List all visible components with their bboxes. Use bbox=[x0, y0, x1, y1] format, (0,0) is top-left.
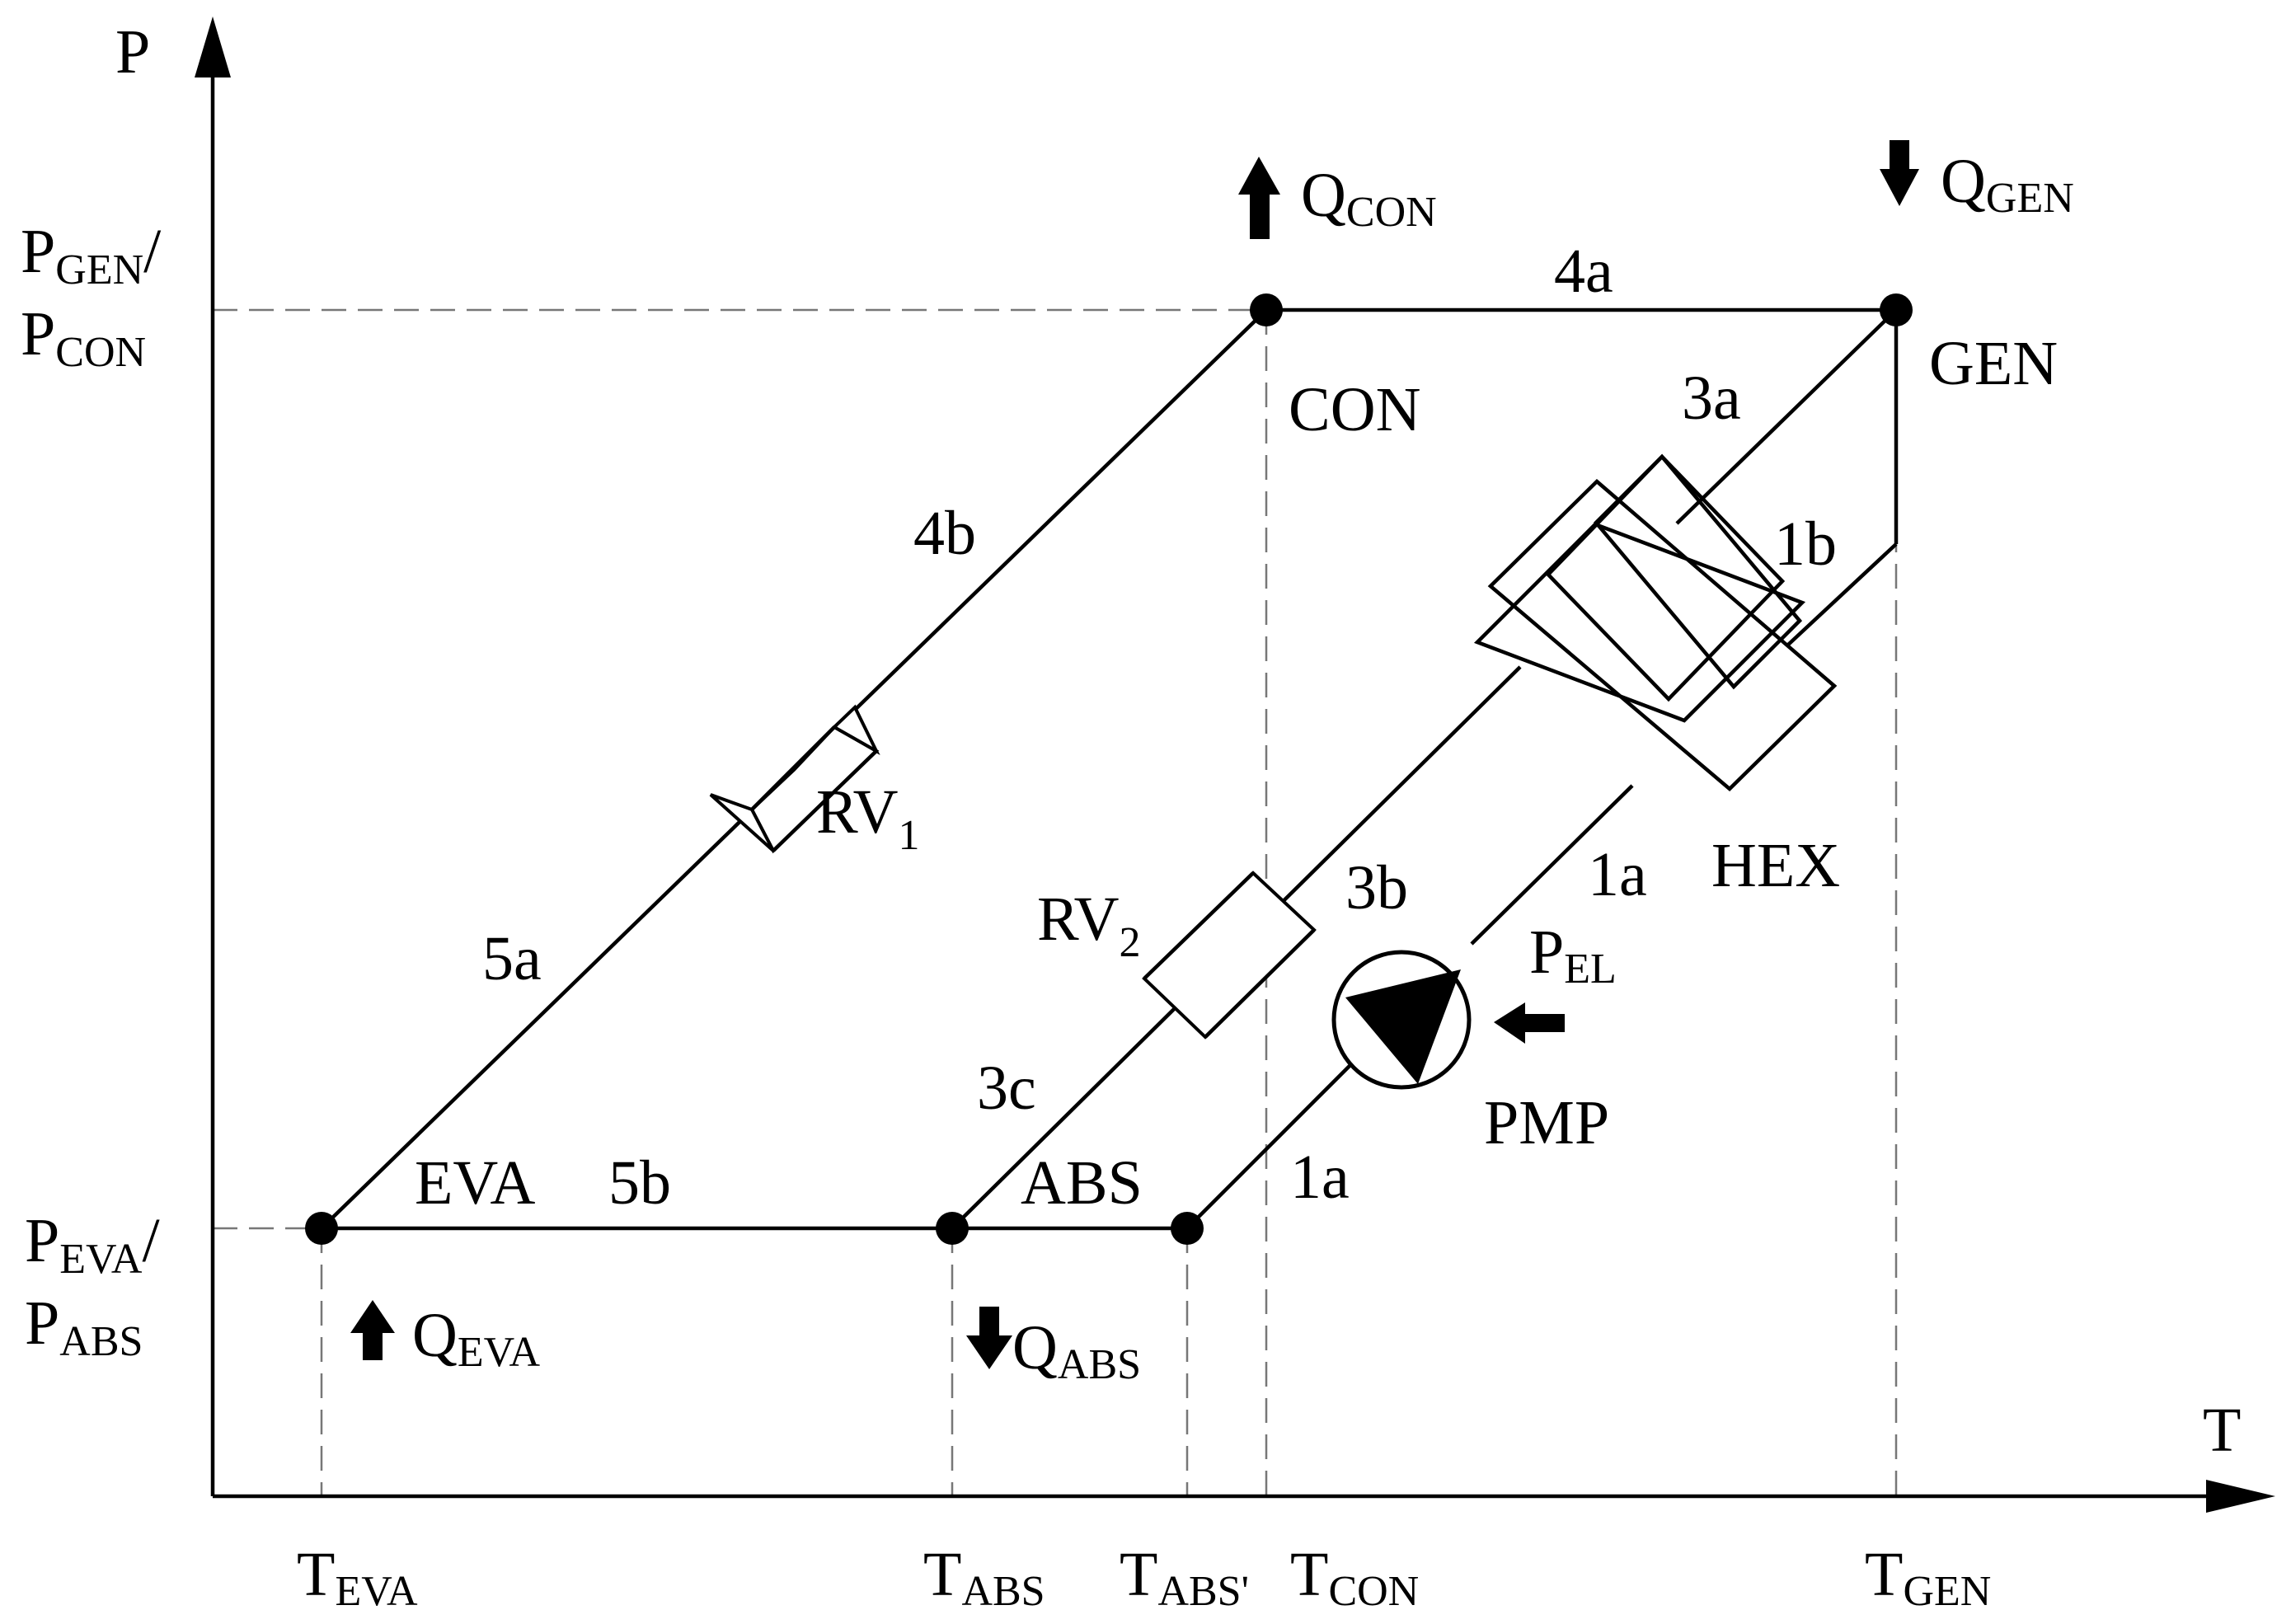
stream-labels: 4a 4b 3a 1b 3b 1a 1a 5a 5b 3c bbox=[482, 237, 1837, 1218]
up-arrow-icon bbox=[350, 1300, 395, 1360]
pump-icon bbox=[1331, 950, 1472, 1090]
q-gen: QGEN bbox=[1880, 140, 2074, 222]
label-eva: EVA bbox=[415, 1148, 536, 1218]
y-tick-labels: PGEN/ PCON PEVA/ PABS bbox=[21, 217, 162, 1365]
x-tick-t-gen: TGEN bbox=[1865, 1540, 1991, 1615]
svg-text:QEVA: QEVA bbox=[412, 1301, 541, 1376]
y-tick-p-abs: PABS bbox=[25, 1288, 143, 1365]
stream-5a: 5a bbox=[482, 924, 542, 993]
x-tick-t-abs-prime: TABS' bbox=[1120, 1540, 1249, 1615]
svg-text:QGEN: QGEN bbox=[1941, 147, 2074, 222]
point-gen bbox=[1880, 293, 1913, 326]
p-el: PEL bbox=[1494, 918, 1617, 1044]
line-1a-lower bbox=[1185, 1062, 1354, 1230]
line-1b-diagonal bbox=[1786, 542, 1898, 647]
point-abs-prime bbox=[1171, 1212, 1204, 1245]
y-axis-arrow-icon bbox=[195, 16, 231, 77]
stream-3a: 3a bbox=[1682, 364, 1741, 433]
point-abs bbox=[936, 1212, 969, 1245]
q-eva: QEVA bbox=[350, 1300, 541, 1376]
stream-1a-lower: 1a bbox=[1290, 1143, 1350, 1212]
y-tick-p-eva: PEVA/ bbox=[25, 1206, 160, 1283]
label-gen: GEN bbox=[1929, 329, 2058, 398]
cycle-lines bbox=[320, 307, 1899, 1231]
q-abs: QABS bbox=[966, 1307, 1141, 1388]
x-axis-label: T bbox=[2203, 1396, 2241, 1465]
label-rv2: RV2 bbox=[1037, 885, 1141, 966]
axes: P T bbox=[115, 16, 2275, 1513]
stream-4a: 4a bbox=[1554, 237, 1613, 306]
up-arrow-icon bbox=[1238, 157, 1280, 239]
svg-text:PEL: PEL bbox=[1529, 918, 1617, 993]
svg-text:QCON: QCON bbox=[1301, 161, 1437, 236]
point-eva bbox=[305, 1212, 338, 1245]
rv1-valve bbox=[709, 704, 880, 854]
x-tick-t-con: TCON bbox=[1290, 1540, 1419, 1615]
line-3a bbox=[1675, 308, 1898, 525]
x-tick-t-abs: TABS bbox=[923, 1540, 1045, 1615]
y-tick-p-con: PCON bbox=[21, 299, 146, 376]
line-1a-upper bbox=[1470, 784, 1634, 946]
point-con bbox=[1250, 293, 1283, 326]
label-con: CON bbox=[1289, 375, 1420, 444]
down-arrow-icon bbox=[1880, 140, 1919, 206]
x-tick-labels: TEVA TABS TABS' TCON TGEN bbox=[297, 1540, 1991, 1615]
component-labels: CON GEN EVA ABS HEX PMP RV1 RV2 bbox=[415, 329, 2058, 1218]
down-arrow-icon bbox=[966, 1307, 1012, 1369]
svg-text:QABS: QABS bbox=[1012, 1313, 1141, 1388]
hex-heat-exchanger bbox=[1473, 453, 1838, 792]
left-arrow-icon bbox=[1494, 1002, 1565, 1044]
heat-flows: QCON QGEN QEVA QABS PEL bbox=[350, 140, 2074, 1388]
label-rv1: RV1 bbox=[816, 777, 920, 859]
stream-1b: 1b bbox=[1774, 509, 1837, 579]
x-axis-arrow-icon bbox=[2206, 1480, 2275, 1513]
stream-3c: 3c bbox=[977, 1054, 1036, 1123]
stream-5b: 5b bbox=[608, 1148, 671, 1218]
label-hex: HEX bbox=[1711, 831, 1840, 900]
stream-1a-upper: 1a bbox=[1588, 840, 1647, 909]
stream-4b: 4b bbox=[913, 499, 976, 568]
q-con: QCON bbox=[1238, 157, 1437, 239]
rv2-valve bbox=[1142, 871, 1317, 1040]
state-points bbox=[305, 293, 1913, 1245]
y-axis-label: P bbox=[115, 17, 150, 87]
label-abs: ABS bbox=[1021, 1148, 1143, 1218]
stream-3b: 3b bbox=[1345, 853, 1408, 922]
label-pmp: PMP bbox=[1484, 1088, 1609, 1157]
y-tick-p-gen: PGEN/ bbox=[21, 217, 162, 293]
x-tick-t-eva: TEVA bbox=[297, 1540, 418, 1615]
